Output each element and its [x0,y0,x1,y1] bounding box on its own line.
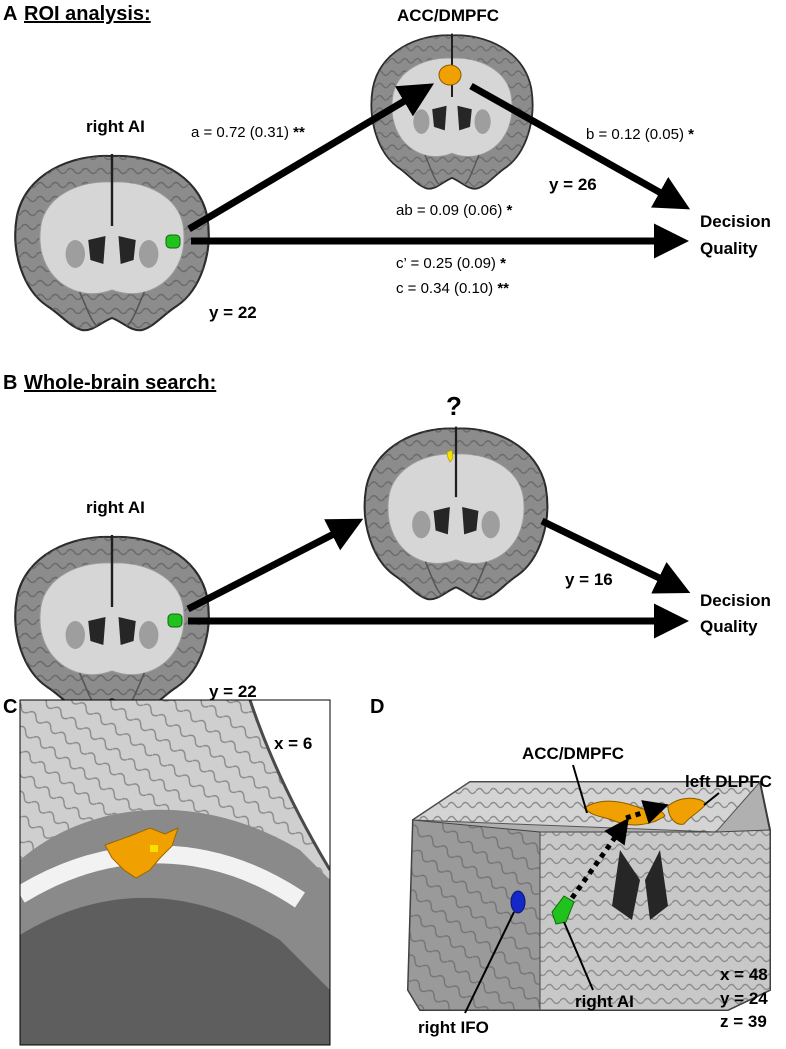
dashed-arrow-acc-to-dlpfc [625,800,669,824]
path-c-prime-coefficient: c’ = 0.25 (0.09) * [396,256,506,271]
path-c-value: c = 0.34 (0.10) [396,280,494,297]
path-a-significance: ** [293,124,305,141]
path-a-coefficient: a = 0.72 (0.31) ** [191,125,305,140]
panel-a-outcome-line1: Decision [700,212,771,231]
panel-b-graphics [14,425,691,713]
path-c-prime-significance: * [500,255,506,272]
panel-a-top-slice: y = 26 [549,175,597,194]
path-ab-value: ab = 0.09 (0.06) [396,202,503,219]
roi-right-ai-3d [551,895,575,925]
panel-d-coord-x: x = 48 [720,965,768,984]
panel-a-left-slice: y = 22 [209,303,257,322]
path-c-coefficient: c = 0.34 (0.10) ** [396,281,509,296]
panel-d-coord-y: y = 24 [720,989,768,1008]
panel-d-graphics [406,764,771,1014]
panel-a-top-region: ACC/DMPFC [397,6,499,25]
panel-c-slice: x = 6 [274,734,313,753]
panel-b-outcome-line2: Quality [700,617,758,636]
panel-c-letter: C [3,696,18,718]
path-c-prime-value: c’ = 0.25 (0.09) [396,255,496,272]
panel-d-coord-z: z = 39 [720,1012,767,1031]
panel-b-outcome-line1: Decision [700,591,771,610]
path-b-coefficient: b = 0.12 (0.05) * [586,127,694,142]
path-b-value: b = 0.12 (0.05) [586,126,684,143]
path-ab-significance: * [506,202,513,219]
panel-d-label-ai: right AI [575,992,634,1011]
panel-a-title: ROI analysis: [24,3,151,25]
panel-c-graphics [19,699,331,1046]
roi-acc-orange [438,64,462,86]
panel-a-left-region: right AI [86,117,145,136]
arrow-a-path [187,83,435,233]
panel-d-letter: D [370,696,385,718]
panel-b-title: Whole-brain search: [24,372,217,394]
cluster-yellow [446,449,454,463]
panel-b-left-slice: y = 22 [209,682,257,701]
roi-acc-sagittal [104,827,179,879]
panel-b-unknown-mediator: ? [446,391,462,421]
panel-a-outcome-line2: Quality [700,239,758,258]
panel-b-top-slice: y = 16 [565,570,613,589]
arrow-b-path [469,82,691,210]
panel-d-label-dlpfc: left DLPFC [685,772,772,791]
panel-b-letter: B [3,372,18,394]
roi-dlpfc-3d [667,797,707,825]
panel-a-graphics [14,32,691,332]
brain-slice-unknown [363,425,549,601]
arrow-b-mediator-out [540,517,691,594]
panel-d-label-ifo: right IFO [418,1018,489,1037]
arrow-b-mediator-in [186,518,364,613]
panel-d-label-acc: ACC/DMPFC [522,744,624,763]
panel-b-left-region: right AI [86,498,145,517]
roi-right-ifo-3d [510,890,526,914]
path-a-value: a = 0.72 (0.31) [191,124,289,141]
roi-right-ai-green-b [167,613,183,628]
brain-slice-acc [370,32,534,190]
path-c-significance: ** [497,280,510,297]
panel-a-letter: A [3,3,18,25]
path-ab-coefficient: ab = 0.09 (0.06) * [396,203,512,218]
path-b-significance: * [688,126,694,143]
roi-right-ai-green [165,234,181,249]
